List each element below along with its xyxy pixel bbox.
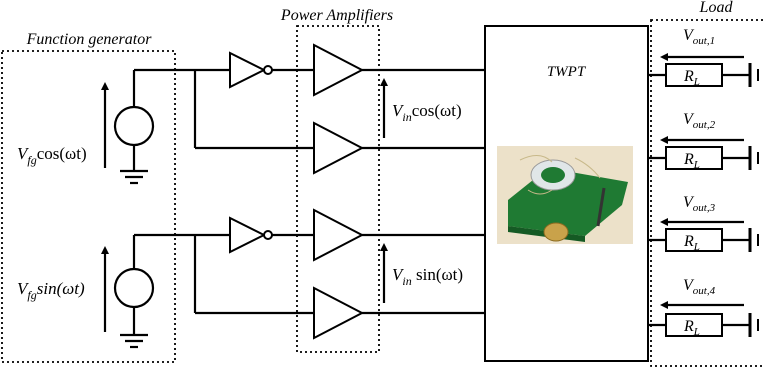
amplifier-triangle-icon bbox=[313, 121, 365, 175]
vout-2-label: Vout,2 bbox=[683, 111, 716, 131]
sinusoidal-voltage-source-icon bbox=[113, 105, 155, 147]
ground-icon bbox=[120, 333, 148, 349]
source-cos-group: Vfgcos(ωt) bbox=[17, 68, 195, 185]
resistor-label: RL bbox=[683, 233, 700, 253]
source-sin-group: Vfgsin(ωt) bbox=[17, 233, 195, 349]
twpt-label: TWPT bbox=[547, 64, 587, 80]
amplifier-triangle-icon bbox=[313, 208, 365, 262]
sinusoidal-voltage-source-icon bbox=[113, 267, 155, 309]
amplifier-triangle-icon bbox=[313, 286, 365, 340]
load-output-3: RL Vout,3 bbox=[648, 194, 759, 253]
power-amplifiers-title: Power Amplifiers bbox=[280, 7, 393, 24]
resistor-label: RL bbox=[683, 68, 700, 88]
source-sin-label: Vfgsin(ωt) bbox=[17, 279, 85, 302]
resistor-label: RL bbox=[683, 318, 700, 338]
inverter-icon bbox=[229, 51, 273, 89]
function-generator-title: Function generator bbox=[26, 31, 153, 48]
load-box bbox=[650, 19, 764, 367]
inverter-icon bbox=[229, 216, 273, 254]
resistor-label: RL bbox=[683, 151, 700, 171]
amplifier-triangle-icon bbox=[313, 43, 365, 97]
ground-icon bbox=[120, 169, 148, 185]
vin-cos-label: Vincos(ωt) bbox=[392, 101, 462, 124]
load-output-4: RL Vout,4 bbox=[648, 277, 759, 338]
vin-sin-label: Vin sin(ωt) bbox=[392, 265, 463, 288]
vout-3-label: Vout,3 bbox=[683, 194, 716, 214]
pcb-photo bbox=[497, 146, 633, 244]
power-amplifiers-box bbox=[296, 25, 380, 353]
function-generator-box bbox=[1, 50, 176, 363]
source-cos-label: Vfgcos(ωt) bbox=[17, 144, 87, 167]
load-output-2: RL Vout,2 bbox=[648, 111, 759, 171]
load-title: Load bbox=[699, 0, 734, 16]
vout-1-label: Vout,1 bbox=[683, 27, 715, 47]
load-output-1: RL Vout,1 bbox=[648, 27, 759, 88]
vout-4-label: Vout,4 bbox=[683, 277, 716, 297]
